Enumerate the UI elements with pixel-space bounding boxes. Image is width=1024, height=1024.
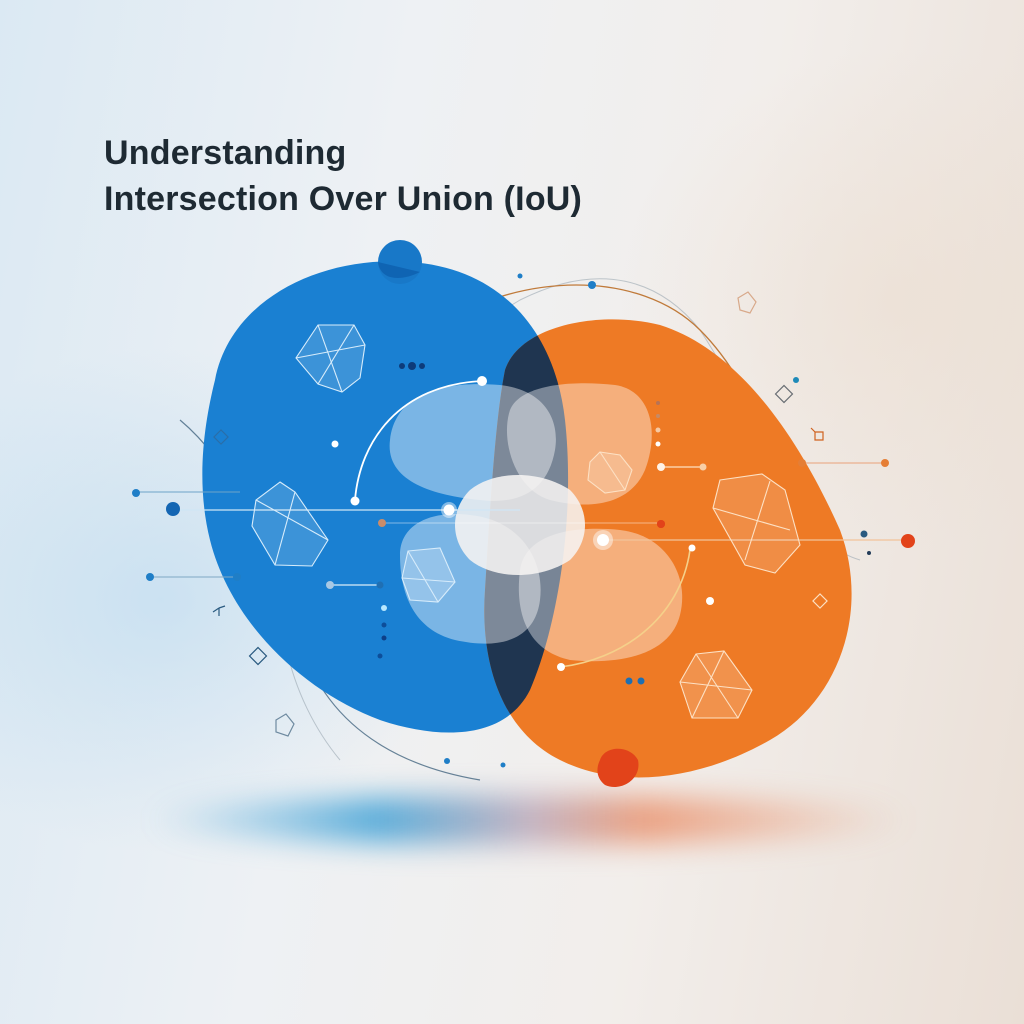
- floor-shadow: [150, 795, 910, 845]
- node-dots: [132, 273, 915, 768]
- arc-line: [559, 549, 691, 668]
- decorative-diamonds: [212, 291, 828, 737]
- polygon-glyphs: [251, 324, 456, 603]
- overlap-lobes: [389, 383, 683, 662]
- title-line-2: Intersection Over Union (IoU): [104, 180, 583, 218]
- blue-region: [202, 240, 569, 733]
- title-line-1: Understanding: [104, 134, 347, 172]
- orange-region: [484, 319, 852, 788]
- page-title: Understanding Intersection Over Union (I…: [104, 130, 582, 222]
- polygon-glyphs: [587, 451, 801, 719]
- arc-line: [354, 380, 483, 501]
